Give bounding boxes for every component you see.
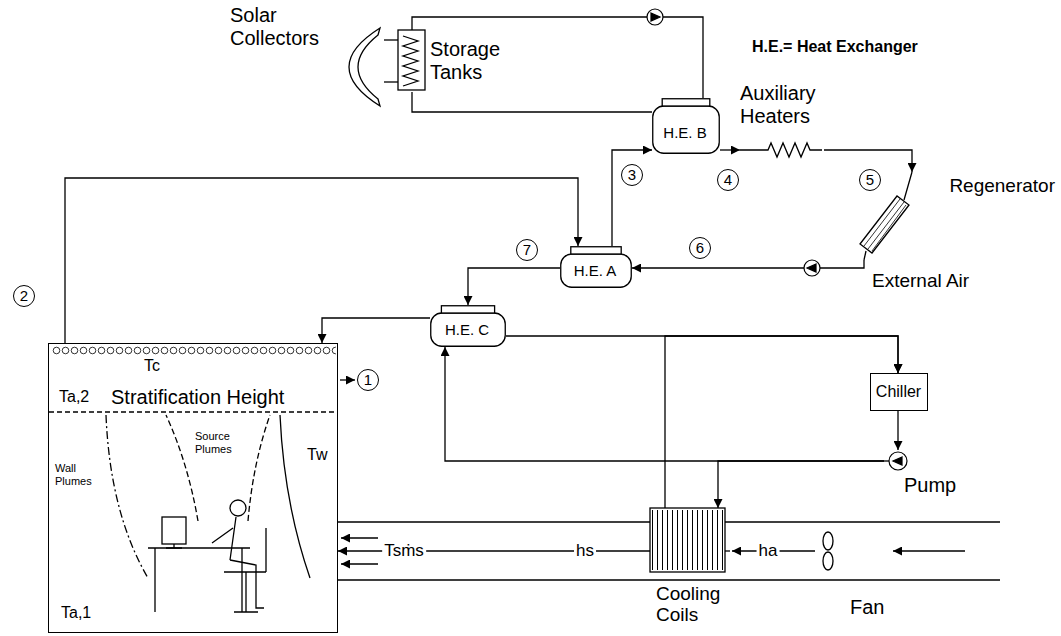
heater-resistor bbox=[740, 143, 822, 157]
regenerator-panel bbox=[860, 196, 909, 253]
pipe-connector bbox=[720, 149, 740, 150]
callout-number: 1 bbox=[357, 369, 379, 391]
wall-plume bbox=[106, 415, 148, 578]
storage-tank-label: Storage Tanks bbox=[430, 38, 520, 84]
heat-exchanger-label: H.E. C bbox=[430, 321, 504, 338]
legend-note: H.E.= Heat Exchanger bbox=[752, 38, 918, 56]
auxiliary-heater-label: Auxiliary Heaters bbox=[740, 82, 822, 128]
pipe-connector bbox=[412, 92, 652, 112]
supply-label: Tsṁs bbox=[382, 541, 426, 561]
pump-symbol bbox=[651, 13, 660, 21]
fan-blade bbox=[823, 552, 833, 570]
outlet-arrow bbox=[340, 379, 355, 380]
person-head bbox=[230, 500, 246, 516]
pump: Pump bbox=[884, 450, 959, 499]
enthalpy-label: hs bbox=[574, 541, 596, 561]
coil-fins bbox=[652, 510, 723, 570]
callout-number: 2 bbox=[13, 285, 35, 307]
pipe-connector bbox=[718, 461, 884, 508]
person-body bbox=[212, 517, 264, 608]
chilled-ceiling bbox=[52, 346, 336, 355]
source-plume bbox=[166, 415, 198, 521]
supply-arrow bbox=[341, 563, 378, 564]
source-plume bbox=[248, 415, 270, 521]
regenerator: Regenerator bbox=[855, 172, 1058, 260]
desk bbox=[148, 548, 250, 612]
pipe-connector bbox=[322, 318, 430, 343]
callout-number: 5 bbox=[859, 169, 881, 191]
callout-number: 6 bbox=[689, 237, 711, 259]
enthalpy-label: ha bbox=[757, 541, 780, 561]
chiller-box-label: Chiller bbox=[871, 383, 926, 401]
callout-number: 4 bbox=[717, 169, 739, 191]
fan-label: Fan bbox=[850, 596, 884, 619]
solar-collector-dish bbox=[349, 28, 380, 106]
auxiliary-heater: Auxiliary Heaters bbox=[740, 82, 824, 158]
regenerator-hatch bbox=[864, 199, 906, 251]
pump-symbol bbox=[804, 260, 820, 276]
storage-tank-box bbox=[398, 30, 425, 90]
computer-stand bbox=[166, 544, 182, 548]
storage-tank: Storage Tanks bbox=[398, 30, 523, 92]
room: TcTa,2 Stratification HeightWall Plumes So… bbox=[48, 343, 338, 633]
callout-number: 7 bbox=[516, 239, 538, 261]
cooling-coil-label: Cooling Coils bbox=[656, 584, 730, 626]
heat-exchanger-label: H.E. B bbox=[652, 124, 718, 141]
pump-symbol bbox=[889, 452, 907, 470]
pump-symbol bbox=[647, 9, 663, 25]
pipe-connector bbox=[468, 268, 560, 305]
heat-exchanger: H.E. A bbox=[560, 246, 632, 288]
pipe-connector bbox=[412, 17, 703, 98]
temperature-label: Ta,1 bbox=[61, 604, 91, 622]
fan: Fan bbox=[815, 528, 887, 626]
storage-coil bbox=[403, 36, 418, 86]
pipe-connector bbox=[632, 260, 864, 268]
pipe bbox=[725, 550, 730, 551]
pipe-connector bbox=[612, 150, 652, 246]
pump-label: Pump bbox=[904, 474, 956, 497]
heat-exchanger: H.E. C bbox=[430, 305, 506, 347]
temperature-label: Ta,2 bbox=[59, 388, 89, 406]
heat-exchanger-label: H.E. A bbox=[560, 262, 630, 279]
pump-symbol bbox=[893, 457, 902, 465]
callout-number: 3 bbox=[621, 164, 643, 186]
pump-symbol bbox=[807, 264, 816, 272]
pipe-connector bbox=[506, 336, 898, 373]
wall-plume bbox=[280, 415, 310, 578]
pipe-connector bbox=[384, 39, 398, 40]
regenerator-label: Regenerator bbox=[855, 175, 1055, 197]
solar-collector: Solar Collectors bbox=[228, 4, 384, 106]
stratification-label: Stratification Height bbox=[111, 386, 284, 409]
pipe-connector bbox=[665, 336, 898, 508]
air-label: External Air bbox=[872, 270, 969, 292]
supply-arrow bbox=[341, 537, 378, 538]
plume-label: Source Plumes bbox=[195, 430, 245, 456]
pipe bbox=[884, 460, 889, 461]
chiller-box: Chiller bbox=[870, 373, 928, 411]
chair bbox=[224, 528, 266, 612]
air-arrow bbox=[893, 550, 965, 551]
fan-blade bbox=[823, 532, 833, 550]
pipe-connector bbox=[384, 81, 398, 82]
solar-collector-label: Solar Collectors bbox=[230, 4, 330, 50]
plume-label: Wall Plumes bbox=[55, 462, 101, 488]
temperature-label: Tw bbox=[307, 446, 327, 464]
cooling-coil bbox=[650, 508, 725, 572]
computer bbox=[162, 517, 186, 544]
cooling-coil: Cooling Coils bbox=[650, 508, 732, 632]
temperature-label: Tc bbox=[144, 357, 160, 375]
heat-exchanger: H.E. B bbox=[652, 98, 720, 154]
stratification-line bbox=[49, 411, 337, 412]
pipe-connector bbox=[897, 411, 898, 450]
